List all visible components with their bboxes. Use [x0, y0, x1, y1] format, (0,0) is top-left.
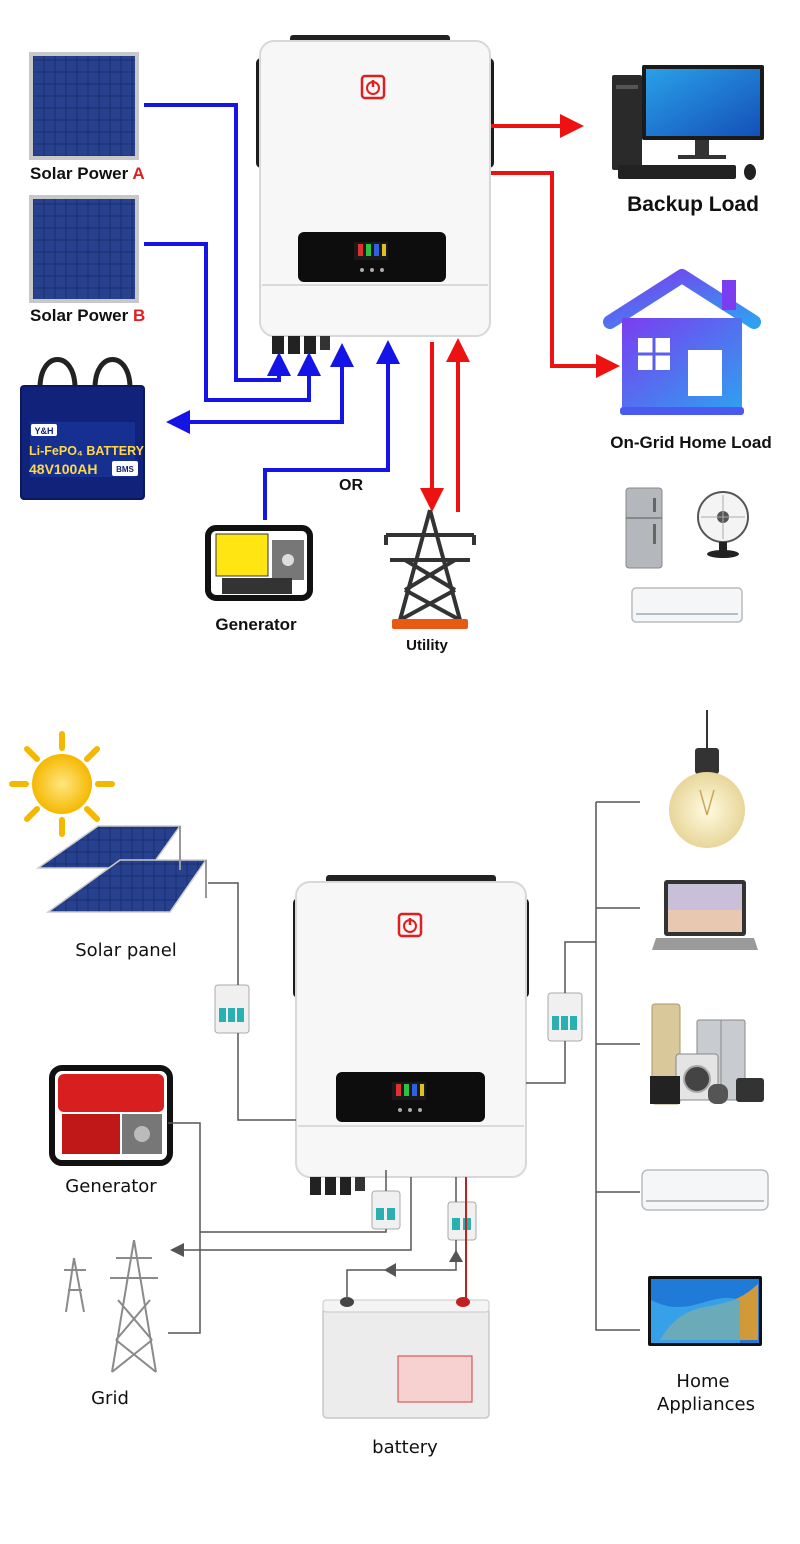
sun-icon: [9, 731, 115, 837]
pylon-icon: [64, 1239, 158, 1373]
air-conditioner-icon: [631, 587, 743, 623]
battery-brand: Y&H: [34, 426, 53, 436]
pylon-icon: [384, 509, 476, 622]
solar-panel-icon: [29, 52, 139, 160]
generator-top: Generator: [205, 525, 313, 634]
home-appliances-label-line1: Home: [676, 1371, 729, 1392]
solar-b-label: Solar Power B: [30, 306, 145, 325]
backup-load-label: Backup Load: [627, 193, 759, 216]
inverter-bottom: [293, 875, 529, 1195]
generator-top-label: Generator: [215, 615, 297, 634]
solar-panel-a: Solar Power A: [29, 52, 145, 183]
battery-type: Li-FePO₄ BATTERY: [29, 444, 145, 458]
dc-wiring: [144, 103, 400, 520]
inverter-display: [336, 1072, 485, 1122]
utility-pylon: Utility: [384, 509, 476, 654]
solar-panel-b: Solar Power B: [29, 195, 145, 325]
generator-icon: [205, 525, 313, 601]
backup-load: Backup Load: [612, 65, 764, 216]
inverter-top: [256, 35, 494, 354]
fan-icon: [697, 491, 749, 558]
desktop-pc-icon: [612, 65, 764, 180]
charge-arrow: [449, 1250, 463, 1262]
grid-arrow: [170, 1243, 184, 1257]
home-load-label: On-Grid Home Load: [610, 433, 772, 452]
fridge-icon: [625, 487, 663, 569]
ac-wiring: [420, 114, 620, 512]
utility-label: Utility: [406, 637, 448, 654]
battery-label: battery: [372, 1437, 438, 1458]
inverter-connectors: [272, 336, 330, 354]
power-icon: [360, 74, 386, 100]
light-bulb-icon: [669, 710, 745, 848]
home-load: On-Grid Home Load: [603, 269, 772, 452]
breaker-icon: [447, 1201, 477, 1241]
home-appliances-label-line2: Appliances: [657, 1394, 755, 1415]
generator-icon: [49, 1065, 173, 1166]
generator-bottom-label: Generator: [65, 1176, 157, 1197]
battery-spec: 48V100AH: [29, 461, 98, 477]
lithium-battery: Y&H Li-FePO₄ BATTERY 48V100AH BMS: [20, 357, 145, 500]
inverter-display: [298, 232, 446, 282]
inverter-connectors: [310, 1177, 365, 1195]
breaker-icon: [371, 1190, 401, 1230]
bottom-wiring: [168, 801, 640, 1334]
power-icon: [397, 912, 423, 938]
solar-panel-label: Solar panel: [75, 940, 177, 961]
or-label: OR: [339, 477, 363, 494]
battery-bms: BMS: [116, 465, 134, 474]
air-conditioner-icon: [641, 1169, 769, 1211]
solar-panel-icon: [35, 825, 208, 913]
tv-icon: [648, 1276, 762, 1346]
breaker-icon: [214, 984, 250, 1034]
solar-a-label: Solar Power A: [30, 164, 145, 183]
solar-panel-icon: [29, 195, 139, 303]
house-icon: [603, 269, 761, 415]
breaker-icon: [547, 992, 583, 1042]
grid-label: Grid: [91, 1388, 129, 1409]
laptop-icon: [652, 880, 758, 950]
appliances-icon: [650, 1003, 764, 1105]
battery-arrow: [384, 1263, 396, 1277]
battery-icon: [322, 1297, 490, 1419]
